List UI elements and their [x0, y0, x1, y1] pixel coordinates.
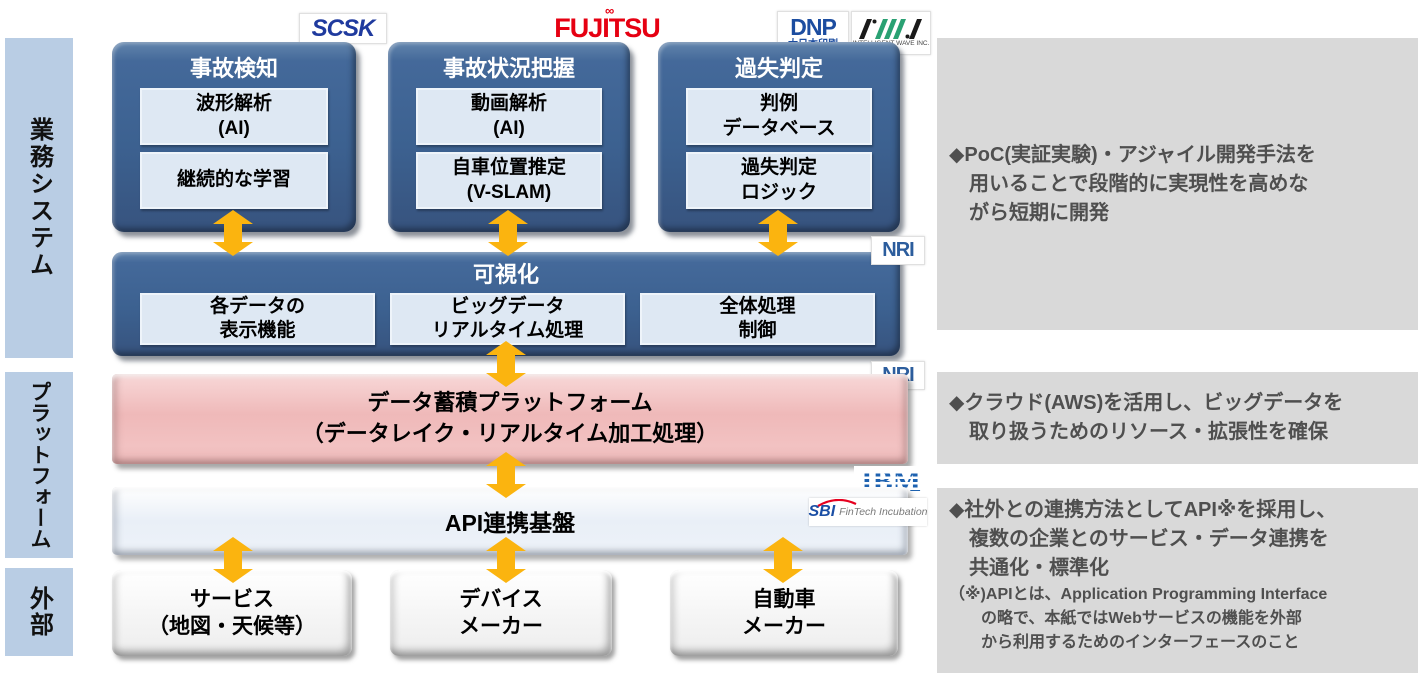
wave-slashes-icon	[859, 19, 922, 39]
module-item: 波形解析 (AI)	[140, 88, 328, 145]
note-panel-cloud: ◆クラウド(AWS)を活用し、ビッグデータを 取り扱うためのリソース・拡張性を確…	[937, 372, 1418, 464]
note-text: ◆PoC(実証実験)・アジャイル開発手法を 用いることで段階的に実現性を高めな …	[949, 143, 1316, 224]
scsk-logo: SCSK	[299, 13, 387, 44]
nri-logo: NRI	[871, 236, 925, 265]
note-text: ◆社外との連携方法としてAPI※を採用し、 複数の企業とのサービス・データ連携を…	[949, 499, 1337, 579]
visualization-item: ビッグデータ リアルタイム処理	[390, 293, 625, 345]
module-item: 動画解析 (AI)	[416, 88, 602, 145]
sbi-swoosh-icon	[817, 499, 857, 507]
rail-business-system: 業務システム	[5, 38, 73, 358]
visualization-title: 可視化	[472, 262, 539, 287]
note-text: ◆クラウド(AWS)を活用し、ビッグデータを 取り扱うためのリソース・拡張性を確…	[949, 392, 1344, 443]
module-accident-detection: 事故検知 波形解析 (AI) 継続的な学習	[112, 42, 356, 232]
rail-label: プラットフォーム	[28, 381, 51, 549]
note-panel-api: ◆社外との連携方法としてAPI※を採用し、 複数の企業とのサービス・データ連携を…	[937, 488, 1418, 673]
module-fault-judgment: 過失判定 判例 データベース 過失判定 ロジック	[658, 42, 900, 232]
rail-external: 外部	[5, 568, 73, 656]
module-item: 過失判定 ロジック	[686, 152, 872, 209]
module-title: 事故検知	[189, 56, 278, 81]
bidirectional-arrow-icon	[486, 341, 526, 387]
note-panel-development: ◆PoC(実証実験)・アジャイル開発手法を 用いることで段階的に実現性を高めな …	[937, 38, 1418, 330]
module-title: 事故状況把握	[442, 56, 575, 81]
external-box-car-makers: 自動車 メーカー	[670, 570, 898, 656]
module-item: 継続的な学習	[140, 152, 328, 209]
bidirectional-arrow-icon	[213, 537, 253, 583]
visualization-item: 全体処理 制御	[640, 293, 875, 345]
module-item: 判例 データベース	[686, 88, 872, 145]
bidirectional-arrow-icon	[763, 537, 803, 583]
fujitsu-logo: ∞ FUJITSU	[554, 3, 661, 43]
bidirectional-arrow-icon	[486, 537, 526, 583]
module-title: 過失判定	[734, 56, 823, 81]
external-box-device-makers: デバイス メーカー	[390, 570, 612, 656]
bidirectional-arrow-icon	[486, 452, 526, 498]
bidirectional-arrow-icon	[488, 210, 528, 256]
sbi-fintech-logo: SBI FinTech Incubation	[809, 498, 928, 526]
bidirectional-arrow-icon	[213, 210, 253, 256]
bidirectional-arrow-icon	[758, 210, 798, 256]
module-item: 自車位置推定 (V-SLAM)	[416, 152, 602, 209]
visualization-box: 可視化 各データの 表示機能 ビッグデータ リアルタイム処理 全体処理 制御	[112, 252, 900, 356]
rail-platform: プラットフォーム	[5, 372, 73, 558]
data-platform-box: データ蓄積プラットフォーム （データレイク・リアルタイム加工処理）	[112, 374, 908, 464]
rail-label: 業務システム	[25, 117, 53, 279]
external-box-services: サービス （地図・天候等）	[112, 570, 352, 656]
visualization-item: 各データの 表示機能	[140, 293, 375, 345]
note-footnote: （※)APIとは、Application Programming Interfa…	[949, 586, 1328, 651]
fujitsu-infinity-icon: ∞	[605, 3, 615, 18]
module-accident-situation: 事故状況把握 動画解析 (AI) 自車位置推定 (V-SLAM)	[388, 42, 630, 232]
rail-label: 外部	[25, 586, 53, 638]
